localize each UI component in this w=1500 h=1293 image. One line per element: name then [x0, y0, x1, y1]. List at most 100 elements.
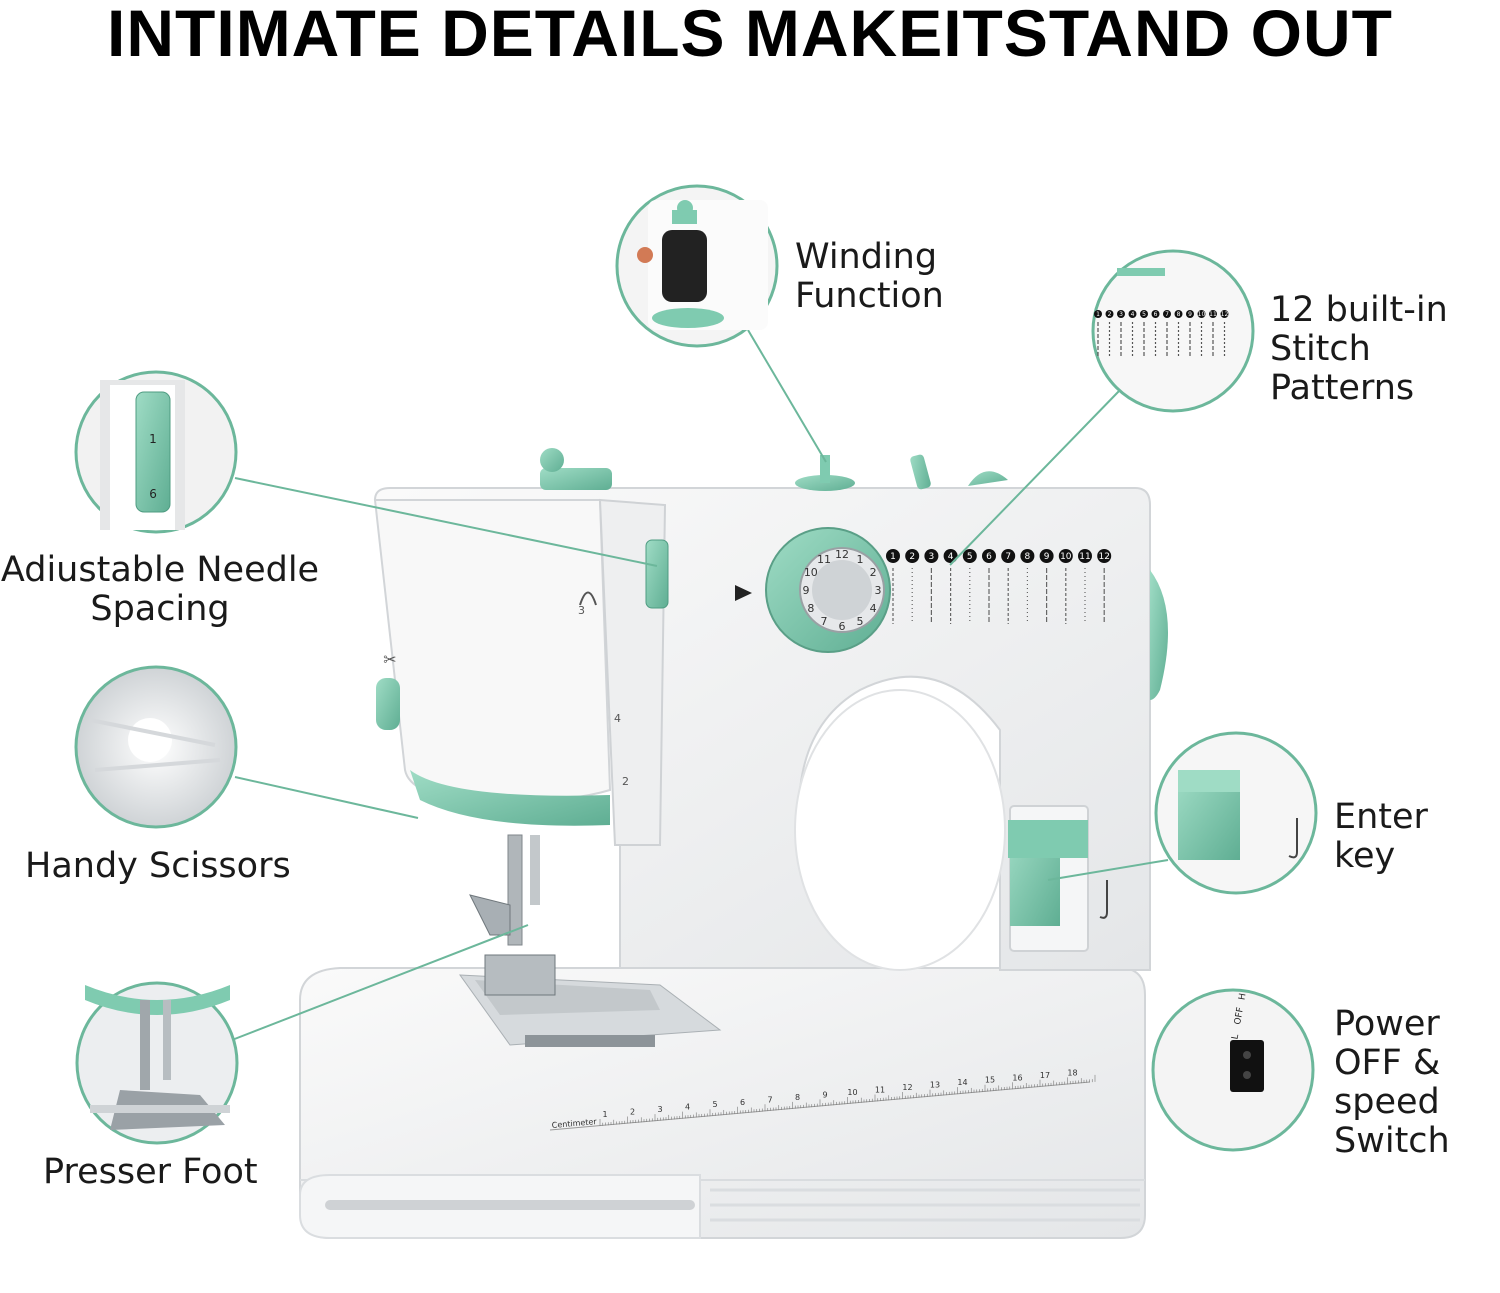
ruler-number: 9 [822, 1090, 827, 1099]
scissors-leader [234, 776, 419, 819]
ruler-number: 4 [685, 1103, 690, 1112]
ruler-number: 7 [767, 1095, 772, 1104]
needle-spacing-label: Adiustable Needle Spacing [0, 551, 320, 629]
zoom-stitch-number: 8 [1177, 311, 1181, 318]
power-switch [1230, 1040, 1264, 1092]
stitch-number-badge [924, 549, 939, 563]
enter-hook-icon [1099, 880, 1108, 919]
enter-key-panel [1008, 805, 1108, 952]
zoom-stitch-badge [1163, 310, 1171, 318]
stitch-number: 10 [1060, 552, 1072, 562]
enter-leader [1047, 859, 1169, 881]
winding-function-label: Winding Function [795, 238, 944, 316]
zoom-stitch-badge [1220, 310, 1229, 318]
stitch-number-badge [1039, 549, 1054, 563]
enter-label-line-1: Enter key [1334, 797, 1428, 876]
stitch-number-badge [962, 549, 977, 563]
stitch-label-line-3: Patterns [1270, 368, 1415, 408]
ruler-number: 8 [795, 1093, 800, 1102]
machine-body: ✂ 3 4 2 [299, 448, 1168, 1239]
zoom-stitch-badge [1094, 310, 1102, 318]
side-mark-4: 4 [614, 712, 621, 725]
needle-dial-number-1: 1 [149, 432, 157, 446]
zoom-stitch-number: 5 [1142, 311, 1146, 318]
power-label-line-1: Power [1334, 1004, 1440, 1044]
winding-label-line-2: Function [795, 276, 944, 316]
zoom-stitch-badge [1186, 310, 1194, 318]
presser-detail-circle [75, 981, 239, 1145]
dial-number: 11 [817, 553, 831, 566]
page-headline: INTIMATE DETAILS MAKEITSTAND OUT [107, 0, 1393, 70]
stitch-number: 9 [1044, 552, 1050, 562]
thread-hook-icon [579, 591, 597, 606]
dial-number: 6 [839, 620, 846, 633]
power-label-off: OFF [1233, 1007, 1246, 1026]
stitch-number: 11 [1079, 552, 1090, 562]
stitch-number: 1 [890, 552, 896, 562]
dial-number: 10 [804, 566, 818, 579]
dial-number: 1 [857, 553, 864, 566]
ruler-label: Centimeter [551, 1117, 597, 1130]
ruler-number: 2 [630, 1108, 635, 1117]
dial-number: 5 [857, 615, 864, 628]
stitch-number-badge [1097, 549, 1112, 563]
power-label-line-4: Switch [1334, 1121, 1450, 1161]
zoom-stitch-number: 1 [1096, 311, 1100, 318]
ruler-number: 14 [957, 1078, 967, 1087]
dial-number: 2 [870, 566, 877, 579]
winding-detail-circle [615, 184, 779, 348]
needle-dial-number-9: 9 [149, 486, 157, 500]
stitch-number-badge [982, 549, 996, 563]
needle-detail-circle: 1 9 [74, 370, 238, 534]
dial-number: 8 [807, 602, 814, 615]
ruler-number: 13 [930, 1081, 940, 1090]
zoom-stitch-number: 6 [1154, 311, 1158, 318]
stitch-number-badge [1078, 549, 1092, 563]
power-detail-circle: L OFF H [1151, 988, 1315, 1152]
ruler-number: 17 [1040, 1071, 1050, 1080]
scissors-icon: ✂ [383, 650, 396, 669]
pointer-arrow-icon [735, 585, 752, 601]
stitch-number-badge [1001, 549, 1016, 563]
stitch-label-line-2: Stitch [1270, 329, 1371, 369]
stitch-number: 5 [967, 552, 973, 562]
zoom-stitch-number: 7 [1165, 311, 1169, 318]
stitch-number-badge [905, 549, 920, 563]
presser-foot-label: Presser Foot [43, 1153, 258, 1192]
side-mark-3: 3 [578, 604, 585, 617]
zoom-stitch-badge [1151, 310, 1160, 318]
presser-label-line-1: Presser Foot [43, 1152, 258, 1192]
handy-scissors-label: Handy Scissors [25, 847, 291, 886]
presser-leader [231, 924, 529, 1041]
zoom-stitch-number: 9 [1188, 311, 1192, 318]
ruler-number: 1 [602, 1110, 607, 1119]
ruler-number: 3 [657, 1105, 662, 1114]
needle-label-line-1: Adiustable Needle [0, 550, 320, 590]
stitch-number: 3 [929, 552, 935, 562]
enter-zoom-hook-icon [1288, 818, 1298, 859]
stitch-number-badge [886, 549, 900, 563]
presser-foot-area [458, 834, 722, 1047]
stitch-number: 8 [1025, 552, 1031, 562]
zoom-stitch-badge [1105, 310, 1114, 318]
stitch-number-badge [1020, 549, 1035, 563]
zoom-stitch-badge [1128, 310, 1137, 318]
zoom-stitch-badge [1174, 310, 1183, 318]
winding-leader [747, 329, 827, 463]
stitch-label-line-1: 12 built-in [1270, 290, 1448, 330]
stitch-number: 6 [986, 552, 992, 562]
power-label-low: L [1231, 1034, 1242, 1041]
needle-leader [234, 477, 658, 567]
winding-label-line-1: Winding [795, 237, 938, 277]
stitch-patterns-label: 12 built-in Stitch Patterns [1270, 291, 1448, 408]
ruler-number: 10 [847, 1088, 857, 1097]
zoom-stitch-number: 4 [1131, 311, 1135, 318]
scissors-label-line-1: Handy Scissors [25, 846, 291, 886]
ruler-number: 5 [712, 1100, 717, 1109]
ruler-number: 6 [740, 1098, 745, 1107]
